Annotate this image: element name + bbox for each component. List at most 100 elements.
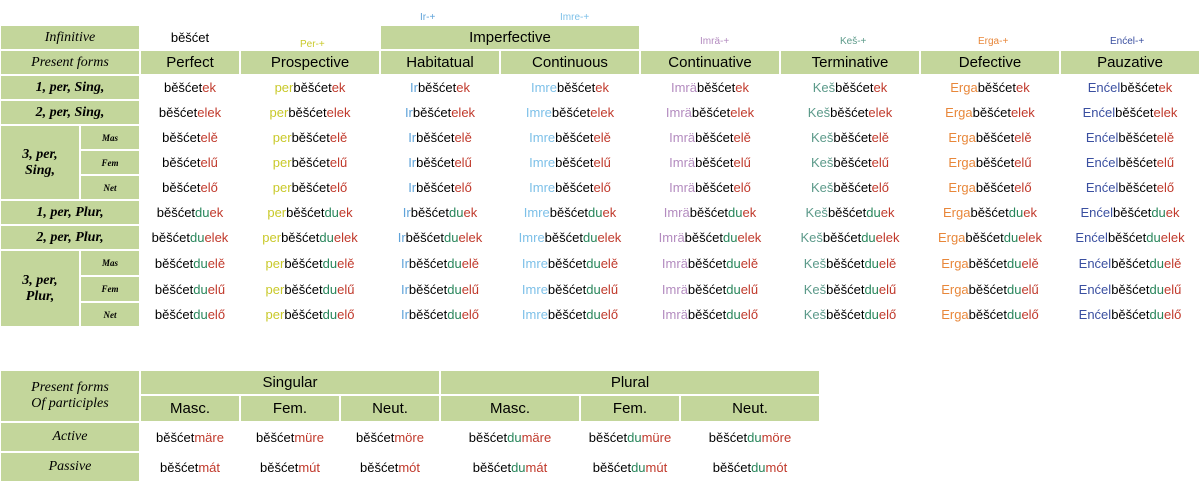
form-ending: elek	[451, 105, 476, 120]
form-prefix: per	[265, 281, 285, 297]
infinitive-label: Infinitive	[0, 25, 140, 50]
form-prefix: Enćel	[1075, 230, 1108, 245]
form-prefix: Enćel	[1080, 205, 1113, 220]
form-stem: běšćet	[1111, 255, 1150, 271]
form-stem: běšćet	[284, 281, 323, 297]
form-ending: elő	[1156, 180, 1175, 195]
participle-ending: müre	[294, 429, 324, 445]
participle-stem: běšćet	[592, 459, 632, 475]
form-prefix: Imre	[521, 255, 548, 271]
participle-plural-marker: du	[747, 429, 762, 445]
form-ending: ek	[880, 205, 895, 220]
form-ending: elű	[200, 155, 218, 170]
participle-ending: märe	[194, 429, 224, 445]
form-stem: běšćet	[162, 155, 201, 170]
form-ending: ek	[602, 205, 617, 220]
form-stem: běšćet	[695, 130, 734, 145]
participles-label-line1: Present forms	[31, 380, 109, 395]
participle-stem: běšćet	[472, 459, 512, 475]
form-ending: elek	[1160, 230, 1185, 245]
participle-stem: běšćet	[588, 429, 628, 445]
form-stem: běšćet	[284, 307, 323, 322]
form-ending: elő	[740, 307, 759, 322]
form-ending: elő	[593, 180, 611, 195]
form-stem: běšćet	[826, 255, 865, 271]
form-stem: běšćet	[555, 180, 594, 195]
form-stem: běšćet	[556, 80, 596, 95]
column-header: Prospective	[240, 50, 380, 75]
form-plural-marker: du	[726, 255, 741, 271]
form-prefix: Keš	[810, 180, 834, 195]
form-ending: elű	[1156, 155, 1175, 170]
form-prefix: Ir	[400, 281, 409, 297]
form-stem: běšćet	[281, 230, 320, 245]
gender-fem-pl: Fem	[80, 276, 140, 302]
form-plural-marker: du	[586, 281, 601, 297]
form-plural-marker: du	[861, 230, 876, 245]
singular-header: Singular	[140, 370, 440, 395]
form-plural-marker: du	[722, 230, 738, 245]
form-prefix: Erga	[941, 281, 969, 297]
form-ending: elě	[1163, 255, 1182, 271]
form-prefix: Imrä	[669, 130, 696, 145]
form-prefix: Imrä	[661, 255, 688, 271]
form-stem: běšćet	[833, 155, 872, 170]
form-stem: běšćet	[286, 205, 325, 220]
form-ending: elű	[593, 155, 611, 170]
form-stem: běšćet	[288, 105, 327, 120]
form-prefix: Imre	[525, 105, 552, 120]
form-plural-marker: du	[322, 255, 338, 271]
form-plural-marker: du	[1146, 230, 1161, 245]
participle-plural-marker: du	[507, 429, 522, 445]
form-stem: běšćet	[408, 307, 448, 322]
form-prefix: Enćel	[1078, 307, 1112, 322]
form-stem: běšćet	[154, 281, 194, 297]
form-prefix: Enćel	[1087, 80, 1121, 95]
form-ending: ek	[742, 205, 757, 220]
form-stem: běšćet	[822, 230, 862, 245]
form-ending: elő	[871, 180, 890, 195]
form-prefix: Keš	[812, 80, 836, 95]
form-prefix: Imre	[521, 281, 548, 297]
form-prefix: Erga	[948, 155, 976, 170]
form-prefix: Imre	[529, 130, 556, 145]
form-stem: běšćet	[835, 80, 874, 95]
form-ending: elek	[204, 230, 229, 245]
form-ending: ek	[595, 80, 610, 95]
form-ending: elű	[878, 281, 897, 297]
form-stem: běšćet	[970, 205, 1009, 220]
form-plural-marker: du	[588, 205, 603, 220]
column-header: Defective	[920, 50, 1060, 75]
participle-ending: mát	[525, 459, 548, 475]
form-ending: elő	[1014, 180, 1032, 195]
form-plural-marker: du	[1149, 281, 1164, 297]
form-ending: ek	[1023, 205, 1037, 220]
form-stem: běšćet	[695, 180, 734, 195]
form-plural-marker: du	[322, 307, 338, 322]
infinitive-value: běšćet	[170, 30, 210, 45]
form-prefix: Imre	[523, 205, 550, 220]
form-ending: elő	[878, 307, 897, 322]
form-ending: elek	[326, 105, 351, 120]
form-ending: elű	[600, 281, 619, 297]
form-prefix: Ir	[408, 155, 417, 170]
form-plural-marker: du	[728, 205, 743, 220]
form-ending: elű	[461, 281, 480, 297]
form-stem: běšćet	[408, 281, 448, 297]
form-ending: elě	[1021, 255, 1039, 271]
form-stem: běšćet	[544, 230, 583, 245]
form-prefix: Imre	[518, 230, 545, 245]
hint-kes: Keš-+	[840, 36, 867, 47]
